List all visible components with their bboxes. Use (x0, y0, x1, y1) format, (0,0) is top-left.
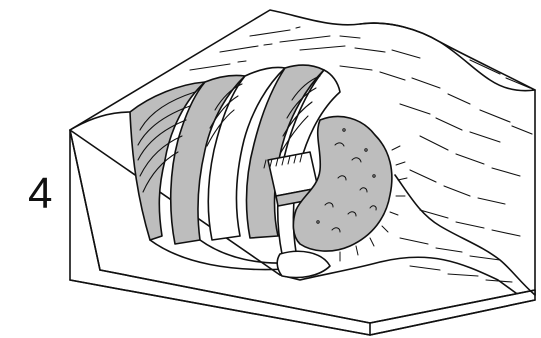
landslide-block-diagram-figure: 4 (0, 0, 541, 338)
block-diagram-svg (0, 0, 541, 338)
